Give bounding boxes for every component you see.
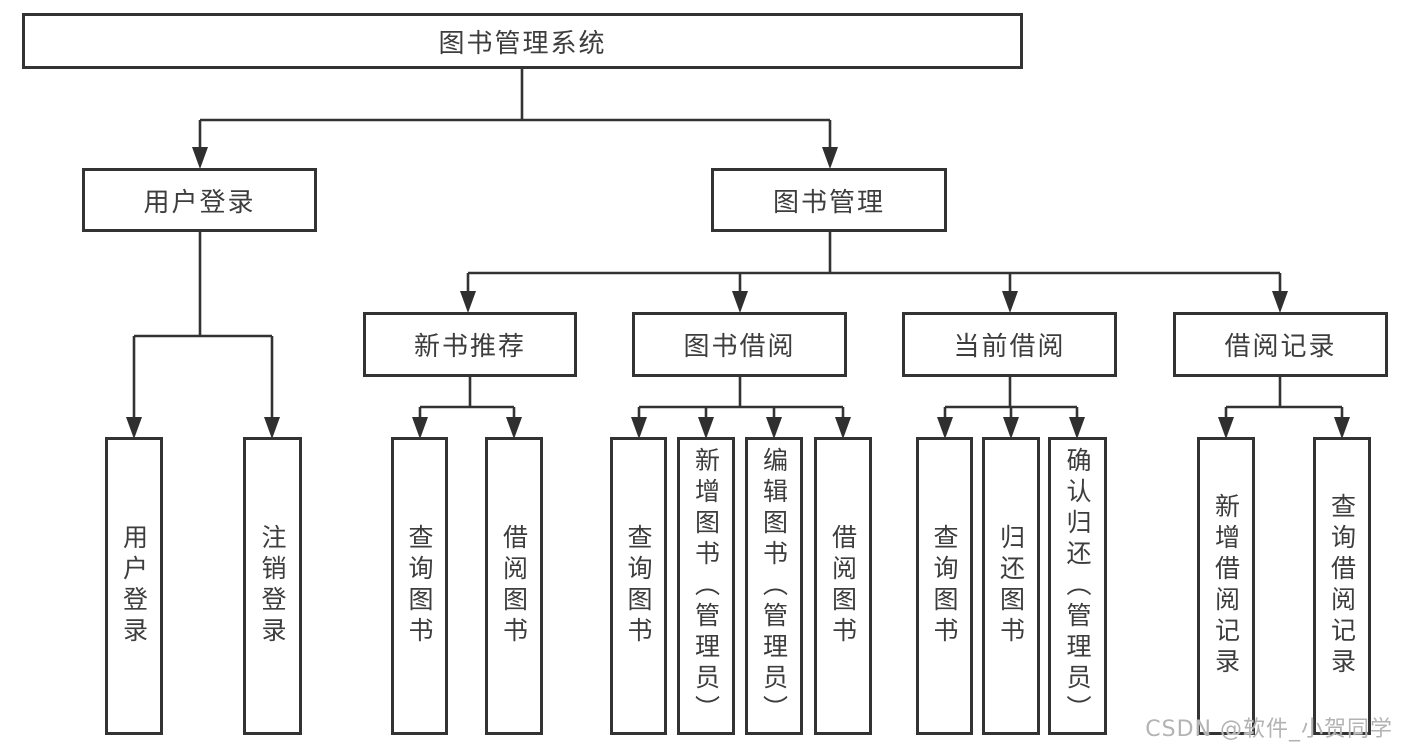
- leaf-borrow-books: 借阅图书: [814, 437, 872, 735]
- leaf-edit-book-admin: 编辑图书（管理员）: [745, 437, 803, 735]
- trunk-current-borrow: [945, 377, 1077, 409]
- arrow: [1218, 407, 1234, 439]
- node-book-borrow: 图书借阅: [632, 312, 847, 377]
- node-current-borrow: 当前借阅: [902, 312, 1117, 377]
- node-borrow-records: 借阅记录: [1173, 312, 1388, 377]
- node-borrow-records-label: 借阅记录: [1224, 332, 1337, 362]
- leaf-user-login: 用户登录: [105, 437, 163, 735]
- node-new-book-recommend: 新书推荐: [363, 312, 577, 377]
- arrow: [1002, 273, 1018, 313]
- trunk-user-login: [134, 232, 272, 338]
- leaf-query-books-recommend: 查询图书: [391, 437, 448, 735]
- leaf-borrow-books-recommend: 借阅图书: [485, 437, 543, 735]
- arrow: [1069, 407, 1085, 439]
- leaf-add-book-admin-label: 新增图书（管理员）: [691, 446, 721, 726]
- leaf-borrow-books-recommend-label: 借阅图书: [499, 524, 529, 648]
- arrow: [264, 336, 280, 439]
- leaf-return-book-label: 归还图书: [996, 524, 1026, 648]
- leaf-edit-book-admin-label: 编辑图书（管理员）: [759, 446, 789, 726]
- arrow: [506, 407, 522, 439]
- node-book-management-label: 图书管理: [772, 187, 885, 218]
- leaf-logout: 注销登录: [243, 437, 302, 735]
- leaf-return-book: 归还图书: [982, 437, 1040, 735]
- leaf-query-books-recommend-label: 查询图书: [405, 524, 434, 648]
- arrow: [937, 407, 953, 439]
- trunk-borrow-records: [1226, 377, 1342, 409]
- arrow: [1003, 407, 1019, 439]
- leaf-add-book-admin: 新增图书（管理员）: [677, 437, 735, 735]
- node-book-management: 图书管理: [711, 168, 947, 232]
- arrow: [460, 273, 476, 313]
- node-user-login-label: 用户登录: [143, 187, 256, 218]
- node-new-book-recommend-label: 新书推荐: [413, 332, 526, 362]
- leaf-add-borrow-record-label: 新增借阅记录: [1211, 493, 1241, 679]
- csdn-watermark: CSDN @软件_小贺同学: [1145, 717, 1393, 742]
- leaf-borrow-books-label: 借阅图书: [828, 524, 858, 648]
- arrow: [1334, 407, 1350, 439]
- leaf-query-books-borrow-label: 查询图书: [624, 524, 653, 648]
- leaf-confirm-return-admin-label: 确认归还（管理员）: [1063, 446, 1092, 726]
- leaf-query-borrow-record: 查询借阅记录: [1313, 437, 1371, 735]
- arrow: [732, 273, 748, 313]
- arrow: [126, 336, 142, 439]
- arrow: [412, 407, 428, 439]
- arrow: [822, 120, 838, 169]
- trunk-root: [200, 69, 830, 122]
- leaf-confirm-return-admin: 确认归还（管理员）: [1048, 437, 1107, 735]
- node-current-borrow-label: 当前借阅: [953, 332, 1066, 362]
- trunk-book-management: [468, 232, 1280, 275]
- trunk-new-book-recommend: [420, 377, 514, 409]
- leaf-query-books-borrow: 查询图书: [610, 437, 667, 735]
- leaf-query-borrow-record-label: 查询借阅记录: [1327, 493, 1357, 679]
- trunk-book-borrow: [639, 377, 843, 409]
- node-root-label: 图书管理系统: [438, 28, 607, 59]
- leaf-query-books-current-label: 查询图书: [930, 524, 959, 648]
- arrow: [631, 407, 647, 439]
- leaf-query-books-current: 查询图书: [916, 437, 973, 735]
- arrow: [192, 120, 208, 169]
- arrow: [1272, 273, 1288, 313]
- leaf-logout-label: 注销登录: [258, 524, 287, 648]
- arrow: [766, 407, 782, 439]
- node-user-login: 用户登录: [82, 168, 317, 232]
- arrow: [698, 407, 714, 439]
- node-root: 图书管理系统: [22, 13, 1023, 69]
- node-book-borrow-label: 图书借阅: [683, 332, 796, 362]
- leaf-add-borrow-record: 新增借阅记录: [1197, 437, 1255, 735]
- leaf-user-login-label: 用户登录: [119, 524, 149, 648]
- arrow: [835, 407, 851, 439]
